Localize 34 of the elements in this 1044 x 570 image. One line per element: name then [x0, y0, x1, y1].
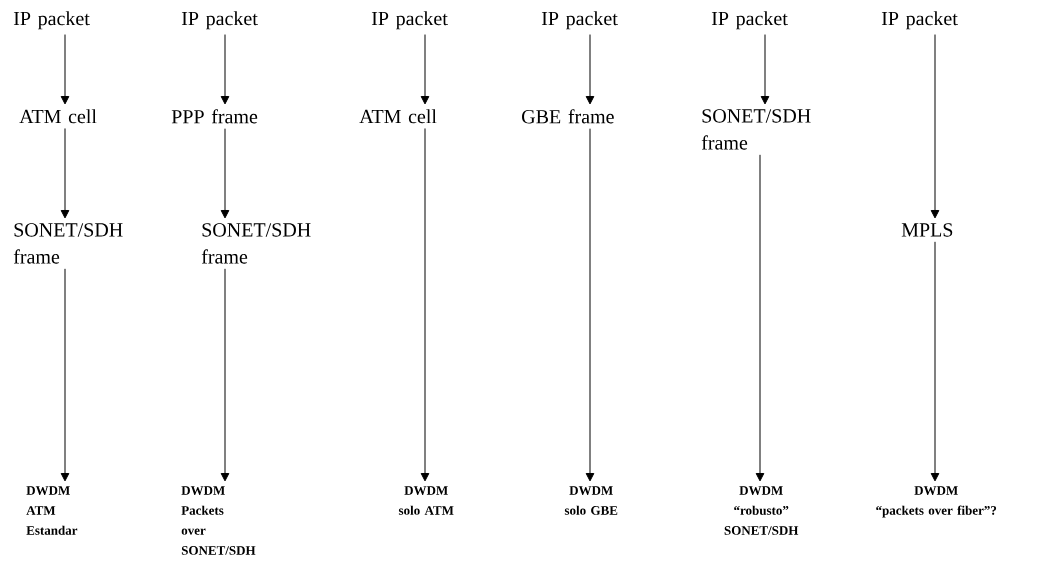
- stack-label: DWDM “robusto” SONET/SDH: [724, 486, 799, 535]
- arrow: [930, 34, 940, 219]
- arrow: [585, 34, 595, 105]
- arrow: [420, 127, 430, 482]
- layer-label: GBE frame: [522, 109, 614, 124]
- layer-label: SONET/SDH frame: [201, 223, 311, 264]
- layer-label: ATM cell: [19, 109, 97, 124]
- stack-label: DWDM “packets over fiber”?: [876, 486, 997, 518]
- layer-label: IP packet: [881, 11, 958, 30]
- layer-label: IP packet: [711, 11, 788, 30]
- stack-label: DWDM solo ATM: [398, 486, 454, 515]
- layer-label: IP packet: [371, 11, 448, 30]
- layer-label: SONET/SDH frame: [701, 109, 811, 150]
- arrow: [930, 241, 940, 482]
- layer-label: SONET/SDH frame: [13, 223, 123, 264]
- arrow: [60, 34, 70, 105]
- arrow: [60, 268, 70, 482]
- arrow: [220, 268, 230, 482]
- layer-label: IP packet: [13, 11, 90, 30]
- arrow: [420, 34, 430, 105]
- arrow: [220, 128, 230, 219]
- layer-label: ATM cell: [359, 109, 437, 124]
- arrow: [585, 128, 595, 482]
- layer-label: PPP frame: [171, 109, 258, 124]
- layer-label: MPLS: [901, 223, 953, 237]
- stack-label: DWDM Packets over SONET/SDH: [181, 486, 256, 555]
- arrow: [760, 34, 770, 105]
- stack-label: DWDM ATM Estandar: [26, 486, 78, 535]
- layer-label: IP packet: [541, 11, 618, 30]
- arrow: [755, 154, 765, 482]
- stack-label: DWDM solo GBE: [564, 486, 618, 515]
- arrow: [220, 34, 230, 105]
- layer-label: IP packet: [181, 11, 258, 30]
- arrow: [60, 127, 70, 219]
